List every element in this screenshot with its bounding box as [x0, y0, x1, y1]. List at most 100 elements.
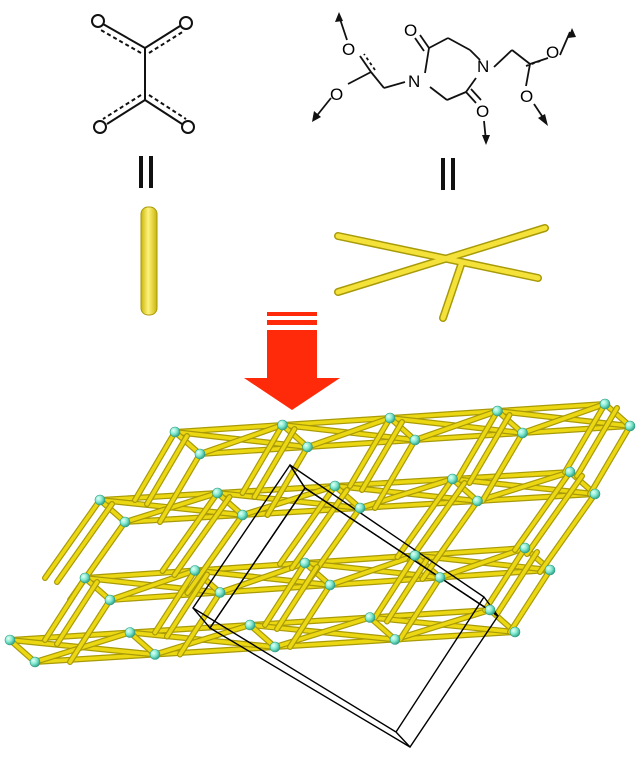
oxygen-atom-label: O: [404, 21, 417, 40]
network-rod-highlight: [450, 477, 480, 503]
framework-network: [4, 398, 636, 748]
network-rod-highlight: [280, 416, 392, 427]
network-rod-highlight: [98, 498, 127, 524]
four-connected-node-symbol: [334, 224, 549, 322]
network-rod-highlight: [128, 630, 157, 657]
network-node: [277, 419, 288, 431]
network-rod-highlight: [368, 615, 397, 642]
network-rod-highlight: [420, 499, 480, 581]
network-node: [599, 398, 611, 410]
network-rod-highlight: [123, 513, 245, 524]
network-node: [564, 466, 576, 478]
oxygen-atom: [181, 120, 195, 134]
network-rod-highlight: [8, 638, 37, 664]
network-node: [509, 626, 521, 638]
network-rod-highlight: [413, 431, 525, 442]
network-node: [244, 619, 256, 631]
network-rod-highlight: [240, 484, 337, 517]
network-rod-highlight: [275, 565, 319, 631]
network-rod-highlight: [185, 513, 245, 595]
network-node: [302, 441, 313, 453]
network-rod-highlight: [393, 630, 517, 642]
network-rod-highlight: [265, 445, 310, 517]
nitrogen-atom-label: N: [477, 57, 489, 76]
network-node: [124, 627, 136, 638]
network-rod-highlight: [240, 506, 362, 517]
network-node: [149, 649, 161, 660]
network-rod-highlight: [288, 583, 332, 649]
network-rod-highlight: [413, 546, 527, 558]
network-rod-highlight: [128, 623, 252, 635]
network-rod-highlight: [215, 484, 337, 495]
network-rod-highlight: [467, 413, 512, 485]
network-rod-highlight: [360, 420, 404, 492]
network-node: [354, 502, 366, 514]
network-rod-highlight: [388, 409, 500, 420]
network-node: [212, 487, 223, 499]
network-rod-highlight: [333, 484, 362, 510]
network-node: [589, 488, 601, 500]
network-rod-highlight: [55, 502, 114, 584]
network-rod-highlight: [373, 553, 417, 620]
network-rod-highlight: [407, 481, 467, 563]
network-node: [299, 557, 311, 569]
network-rod-highlight: [538, 492, 597, 574]
network-rod-highlight: [495, 402, 607, 413]
network-rod-highlight: [278, 484, 337, 566]
network-rod-highlight: [413, 409, 500, 442]
network-rod-highlight: [305, 416, 392, 449]
unit-cell-box: [192, 463, 499, 748]
network-rod-highlight: [563, 402, 607, 474]
network-rod-highlight: [475, 470, 572, 503]
network-node: [384, 412, 396, 424]
network-rod-highlight: [240, 423, 285, 495]
network-rod-highlight: [43, 576, 87, 642]
network-rod-highlight: [153, 623, 252, 657]
down-arrow-icon: [244, 312, 340, 410]
network-rod-highlight: [303, 561, 332, 587]
network-node: [364, 612, 376, 623]
network-rod-highlight: [218, 583, 332, 595]
network-nodes: [4, 398, 636, 668]
network-rod-highlight: [373, 438, 417, 510]
network-rod-highlight: [108, 590, 222, 602]
network-rod-highlight: [178, 590, 222, 657]
oxygen-atom-label: O: [546, 43, 559, 62]
network-rod-highlight: [273, 637, 397, 649]
network-rod-highlight: [33, 652, 157, 664]
network-node: [389, 634, 401, 645]
network-rod-highlight: [43, 498, 102, 580]
equals-rotated-icon: [441, 158, 455, 190]
network-rod-highlight: [328, 553, 417, 587]
network-node: [484, 604, 496, 616]
network-rod-highlight: [398, 575, 442, 642]
network-node: [434, 572, 446, 583]
network-node: [214, 587, 226, 598]
network-rod-highlight: [438, 546, 527, 580]
network-rod-highlight: [158, 452, 202, 524]
piperazinedione-ligand-structure: N N O O O O O O: [312, 12, 576, 145]
network-rod-highlight: [480, 431, 525, 503]
network-node: [169, 426, 181, 438]
linear-linker-rod: [140, 206, 158, 316]
network-rod-highlight: [385, 557, 429, 624]
network-rod-highlight: [413, 553, 442, 580]
network-rod-highlight: [8, 630, 132, 642]
oxygen-atom-label: O: [476, 102, 489, 121]
network-node: [29, 656, 41, 668]
network-node: [519, 542, 531, 554]
network-rod-highlight: [290, 488, 349, 570]
network-rod-highlight: [173, 423, 285, 434]
network-node: [517, 427, 528, 439]
network-rod-highlight: [198, 423, 285, 456]
network-rod-highlight: [388, 416, 417, 442]
network-rod-highlight: [520, 424, 632, 435]
network-node: [492, 405, 503, 417]
network-rod-highlight: [193, 561, 307, 573]
network-node: [94, 494, 106, 506]
network-rod-highlight: [248, 623, 277, 649]
network-rod-highlight: [575, 406, 619, 478]
network-rod-highlight: [603, 402, 632, 428]
network-node: [409, 434, 421, 446]
network-rod-highlight: [520, 402, 607, 435]
